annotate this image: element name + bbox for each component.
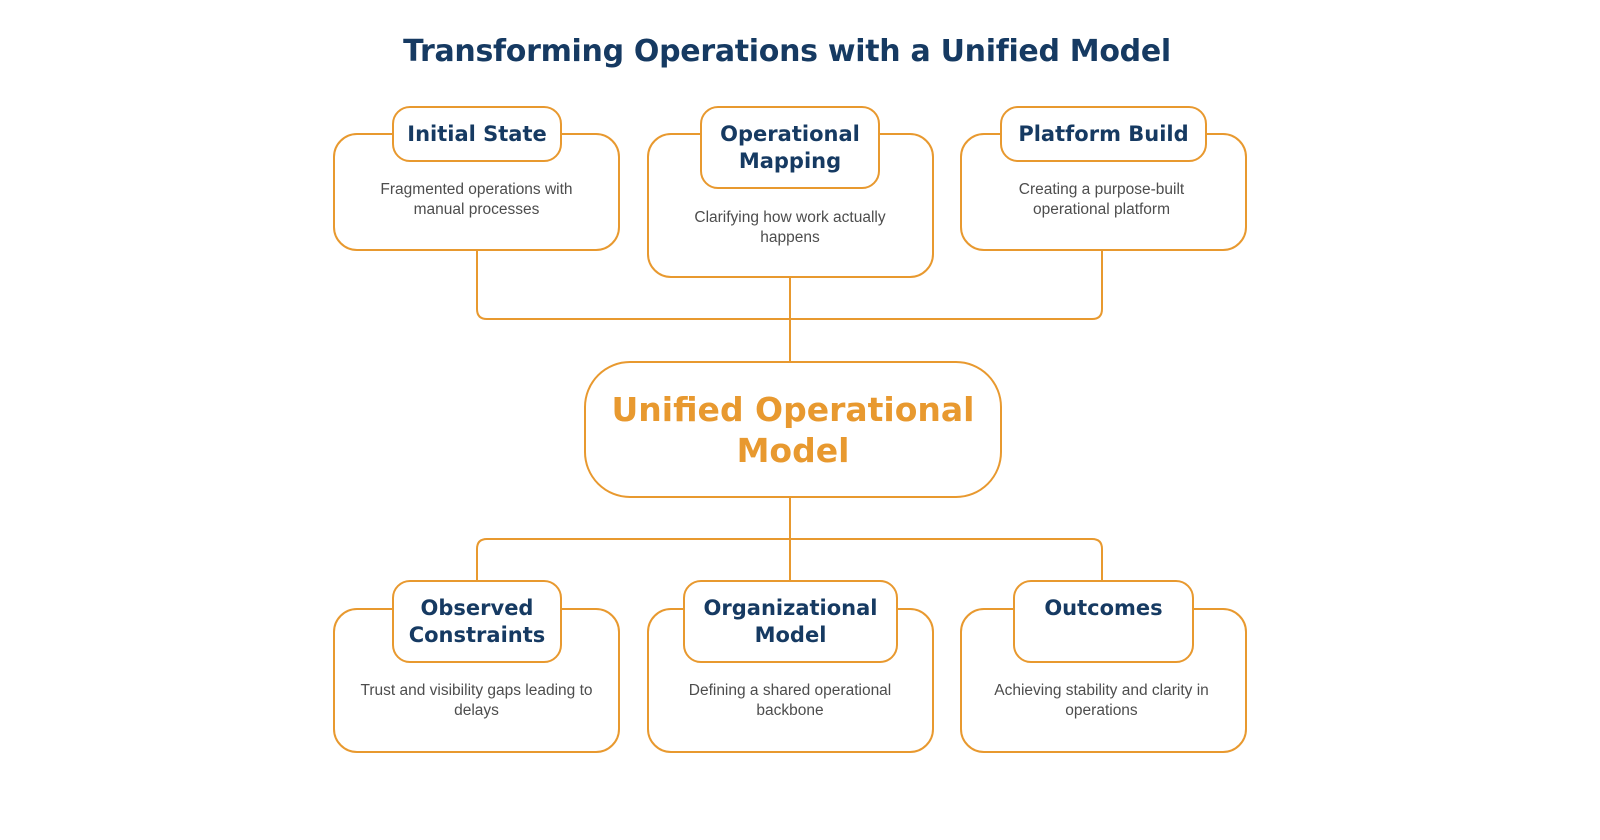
node-title-platform-build: Platform Build — [1000, 106, 1207, 162]
node-description-outcomes: Achieving stability and clarity in opera… — [994, 682, 1209, 719]
center-node-unified-operational-model: Unified Operational Model — [584, 361, 1002, 498]
node-title-organizational-model: Organizational Model — [683, 580, 898, 663]
node-title-operational-mapping: Operational Mapping — [700, 106, 880, 189]
node-title-observed-constraints: Observed Constraints — [392, 580, 562, 663]
connector-top-right — [790, 251, 1103, 320]
diagram-title: Transforming Operations with a Unified M… — [403, 34, 1171, 69]
node-description-organizational-model: Defining a shared operational backbone — [688, 682, 892, 719]
node-title-initial-state: Initial State — [392, 106, 562, 162]
connector-bottom-right — [790, 538, 1103, 608]
connector-bottom-left — [476, 538, 790, 608]
node-description-initial-state: Fragmented operations with manual proces… — [380, 181, 573, 218]
connector-top-left — [476, 251, 790, 320]
node-description-operational-mapping: Clarifying how work actually happens — [694, 209, 886, 246]
node-description-observed-constraints: Trust and visibility gaps leading to del… — [360, 682, 593, 719]
node-title-outcomes: Outcomes — [1013, 580, 1194, 663]
node-description-platform-build: Creating a purpose-built operational pla… — [1018, 181, 1185, 218]
